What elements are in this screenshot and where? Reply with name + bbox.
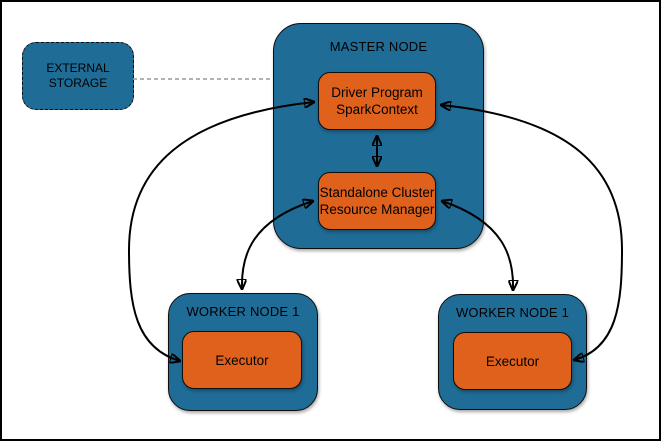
external-storage-label: EXTERNAL STORAGE xyxy=(46,61,110,90)
driver-program-label-line1: Driver Program xyxy=(331,85,423,100)
executor-left-label: Executor xyxy=(215,352,269,368)
driver-program-label-line2: SparkContext xyxy=(336,102,418,117)
executor-left-node: Executor xyxy=(182,331,302,389)
worker-node-left: WORKER NODE 1 Executor xyxy=(168,293,318,411)
worker-node-right-title: WORKER NODE 1 xyxy=(455,305,570,320)
worker-node-left-title: WORKER NODE 1 xyxy=(186,304,300,319)
resource-manager-label-line1: Standalone Cluster xyxy=(319,185,435,200)
executor-right-label: Executor xyxy=(485,353,540,369)
external-storage-node: EXTERNAL STORAGE xyxy=(22,42,134,110)
master-node: MASTER NODE Driver Program SparkContext … xyxy=(273,23,484,249)
worker-node-right: WORKER NODE 1 Executor xyxy=(438,294,587,410)
executor-right-node: Executor xyxy=(453,332,572,390)
resource-manager-label-line2: Resource Manager xyxy=(319,202,435,217)
driver-program-node: Driver Program SparkContext xyxy=(318,72,436,130)
master-node-title: MASTER NODE xyxy=(329,39,428,54)
resource-manager-node: Standalone Cluster Resource Manager xyxy=(318,172,436,230)
